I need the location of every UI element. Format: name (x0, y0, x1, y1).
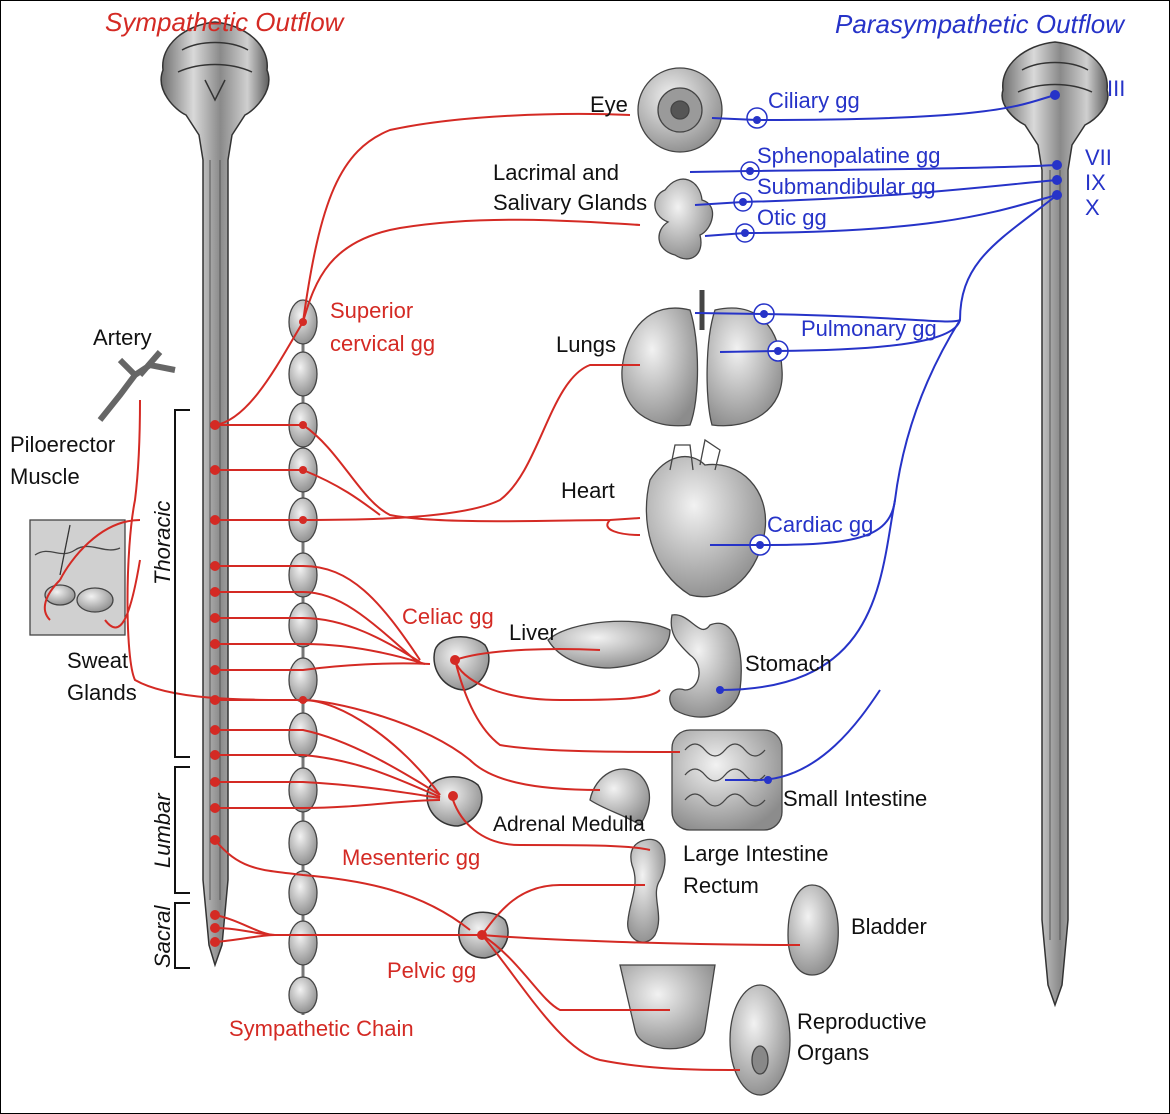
label-superior-cervical-line2: cervical gg (330, 331, 435, 356)
label-large-intestine: Large Intestine (683, 841, 829, 866)
label-glands-line2: Salivary Glands (493, 190, 647, 215)
label-cardiac-gg: Cardiac gg (767, 512, 873, 537)
reproductive-organs-illustration (620, 965, 790, 1095)
label-artery: Artery (93, 325, 152, 350)
heart-illustration (646, 440, 765, 597)
bladder-illustration (788, 885, 838, 975)
label-sphenopalatine-gg: Sphenopalatine gg (757, 143, 941, 168)
label-reproductive-line2: Organs (797, 1040, 869, 1065)
label-reproductive-line1: Reproductive (797, 1009, 927, 1034)
label-glands-line1: Lacrimal and (493, 160, 619, 185)
cranial-nerve-iii: III (1107, 76, 1125, 101)
label-celiac-gg: Celiac gg (402, 604, 494, 629)
label-stomach: Stomach (745, 651, 832, 676)
label-piloerector-line2: Muscle (10, 464, 80, 489)
left-spinal-cord (161, 22, 269, 965)
label-bladder: Bladder (851, 914, 927, 939)
label-rectum: Rectum (683, 873, 759, 898)
sympathetic-chain (289, 300, 317, 1015)
artery-illustration (100, 352, 175, 420)
cranial-nerve-vii: VII (1085, 145, 1112, 170)
region-thoracic: Thoracic (150, 501, 175, 585)
label-lungs: Lungs (556, 332, 616, 357)
label-adrenal-medulla: Adrenal Medulla (493, 813, 645, 837)
stomach-illustration (670, 615, 741, 717)
label-sweat-line1: Sweat (67, 648, 128, 673)
label-liver: Liver (509, 620, 557, 645)
large-intestine-illustration (628, 839, 665, 942)
label-pelvic-gg: Pelvic gg (387, 958, 476, 983)
parasympathetic-outflow-title: Parasympathetic Outflow (835, 10, 1124, 40)
label-small-intestine: Small Intestine (783, 786, 927, 811)
region-sacral: Sacral (150, 906, 175, 968)
skin-illustration (30, 520, 125, 635)
sympathetic-outflow-title: Sympathetic Outflow (105, 8, 343, 38)
label-ciliary-gg: Ciliary gg (768, 88, 860, 113)
label-sweat-line2: Glands (67, 680, 137, 705)
salivary-glands-illustration (655, 179, 713, 259)
eye-illustration (638, 68, 722, 152)
label-superior-cervical-line1: Superior (330, 298, 413, 323)
label-pulmonary-gg: Pulmonary gg (801, 316, 937, 341)
label-piloerector-line1: Piloerector (10, 432, 115, 457)
cranial-nerve-x: X (1085, 195, 1100, 220)
label-eye: Eye (590, 92, 628, 117)
region-brackets (175, 410, 190, 968)
label-mesenteric-gg: Mesenteric gg (342, 845, 480, 870)
cranial-nerve-ix: IX (1085, 170, 1106, 195)
region-lumbar: Lumbar (150, 793, 175, 868)
label-otic-gg: Otic gg (757, 205, 827, 230)
liver-illustration (548, 621, 670, 668)
label-submandibular-gg: Submandibular gg (757, 174, 936, 199)
label-heart: Heart (561, 478, 615, 503)
label-sympathetic-chain: Sympathetic Chain (229, 1016, 414, 1041)
